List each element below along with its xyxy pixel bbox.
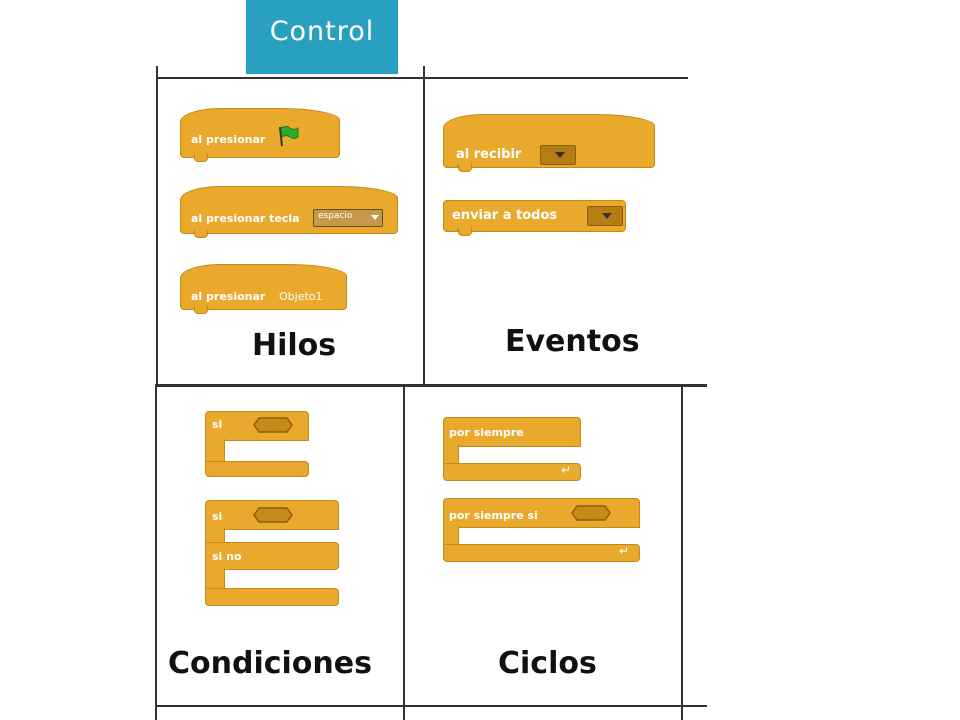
dropdown-arrow-icon <box>371 215 379 220</box>
caption-hilos: Hilos <box>252 328 337 363</box>
block-label: al recibir <box>456 147 522 162</box>
block-foot <box>194 154 208 162</box>
hat-block-when-sprite-clicked[interactable]: al presionar Objeto1 <box>180 264 347 310</box>
if-block-bottom <box>205 461 309 477</box>
block-label: al presionar <box>191 133 266 146</box>
grid-line-right-bottom <box>681 387 683 720</box>
block-foot <box>458 164 472 172</box>
forever-if-bottom <box>443 544 640 562</box>
forever-block[interactable]: por siempre ↵ <box>443 417 581 481</box>
key-dropdown[interactable]: espacio <box>313 209 383 227</box>
message-dropdown[interactable] <box>540 145 576 165</box>
dropdown-arrow-icon <box>602 213 612 219</box>
block-label: enviar a todos <box>452 208 558 223</box>
block-label: por siempre <box>449 426 524 439</box>
grid-line-middle-bottom <box>403 387 405 720</box>
loop-arrow-icon: ↵ <box>619 544 630 558</box>
grid-line-middle-horizontal <box>155 384 707 387</box>
block-label: al presionar tecla <box>191 212 300 225</box>
block-foot <box>194 230 208 238</box>
hat-block-when-i-receive[interactable]: al recibir <box>443 114 655 168</box>
boolean-slot[interactable] <box>253 507 293 523</box>
key-dropdown-value: espacio <box>318 211 353 221</box>
block-foot <box>194 306 208 314</box>
if-else-block[interactable]: si si no <box>205 500 339 608</box>
block-broadcast[interactable]: enviar a todos <box>443 200 626 232</box>
grid-line-middle-top <box>423 66 425 384</box>
forever-top <box>443 417 581 447</box>
sprite-name: Objeto1 <box>279 290 323 303</box>
block-label: por siempre si <box>449 509 538 522</box>
grid-line-left-top <box>156 66 158 384</box>
if-else-bottom <box>205 588 339 606</box>
if-else-arm-1 <box>205 528 225 544</box>
block-foot <box>458 228 472 236</box>
else-label: si no <box>212 550 242 563</box>
grid-line-left-bottom <box>155 387 157 720</box>
forever-arm <box>443 445 459 465</box>
caption-eventos: Eventos <box>505 324 640 359</box>
if-else-arm-2 <box>205 568 225 590</box>
caption-ciclos: Ciclos <box>498 646 597 681</box>
green-flag-icon <box>277 125 301 147</box>
loop-arrow-icon: ↵ <box>561 463 572 477</box>
message-dropdown[interactable] <box>587 206 623 226</box>
if-block-arm <box>205 439 225 463</box>
slide-title: Control <box>246 0 398 74</box>
boolean-slot[interactable] <box>253 417 293 433</box>
hat-block-when-flag-clicked[interactable]: al presionar <box>180 108 340 158</box>
dropdown-arrow-icon <box>555 152 565 158</box>
if-block[interactable]: si <box>205 411 309 477</box>
block-label: si <box>212 510 223 523</box>
boolean-slot[interactable] <box>571 505 611 521</box>
block-label: si <box>212 418 223 431</box>
forever-if-arm <box>443 526 459 546</box>
grid-line-bottom <box>155 705 707 707</box>
if-else-middle <box>205 542 339 570</box>
forever-bottom <box>443 463 581 481</box>
caption-condiciones: Condiciones <box>168 646 372 681</box>
hat-block-when-key-pressed[interactable]: al presionar tecla espacio <box>180 186 398 234</box>
block-label: al presionar <box>191 290 266 303</box>
forever-if-block[interactable]: por siempre si ↵ <box>443 498 640 562</box>
